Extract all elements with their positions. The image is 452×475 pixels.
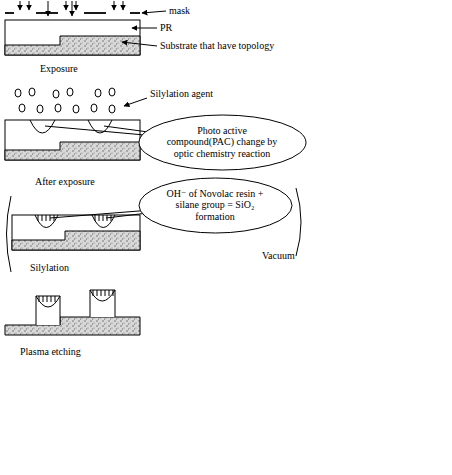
callout-text: Photo active compound(PAC) change by opt… <box>164 114 280 160</box>
part-label: Silylation agent <box>150 88 213 100</box>
step-caption: Plasma etching <box>20 346 81 358</box>
substrate <box>5 36 140 55</box>
callout-bubble: Photo active compound(PAC) change by opt… <box>138 114 307 171</box>
part-label: Vacuum <box>262 250 295 262</box>
callout-bubble: OH⁻ of Novolac resin + silane group = Si… <box>138 177 293 234</box>
photoresist-layer <box>5 120 140 160</box>
photoresist-layer <box>5 20 140 55</box>
step-caption: Exposure <box>40 63 78 75</box>
substrate <box>12 231 140 250</box>
bubble-ellipse <box>139 178 292 233</box>
bracket <box>296 188 301 256</box>
part-label: PR <box>160 22 172 34</box>
silylation-agent-molecules <box>15 88 115 113</box>
photoresist-layer <box>12 215 140 250</box>
mask <box>5 12 140 14</box>
silylated-region <box>35 215 58 228</box>
sio2-mask <box>90 290 115 301</box>
bracket <box>7 196 12 272</box>
sio2-hatch <box>39 290 113 302</box>
leader-lines <box>122 11 166 46</box>
resist-pattern <box>36 296 60 325</box>
callout-text: OH⁻ of Novolac resin + silane group = Si… <box>162 177 268 223</box>
sio2-mask <box>36 296 60 307</box>
part-label: mask <box>169 5 190 17</box>
part-label: Substrate that have topology <box>160 40 274 52</box>
leader-line <box>124 98 147 106</box>
substrate <box>5 142 140 160</box>
exposure-arrows <box>20 1 123 16</box>
step-caption: After exposure <box>35 176 95 188</box>
resist-pattern <box>90 290 115 317</box>
bubble-ellipse <box>139 115 306 170</box>
step-caption: Silylation <box>30 262 69 274</box>
substrate <box>5 317 140 335</box>
